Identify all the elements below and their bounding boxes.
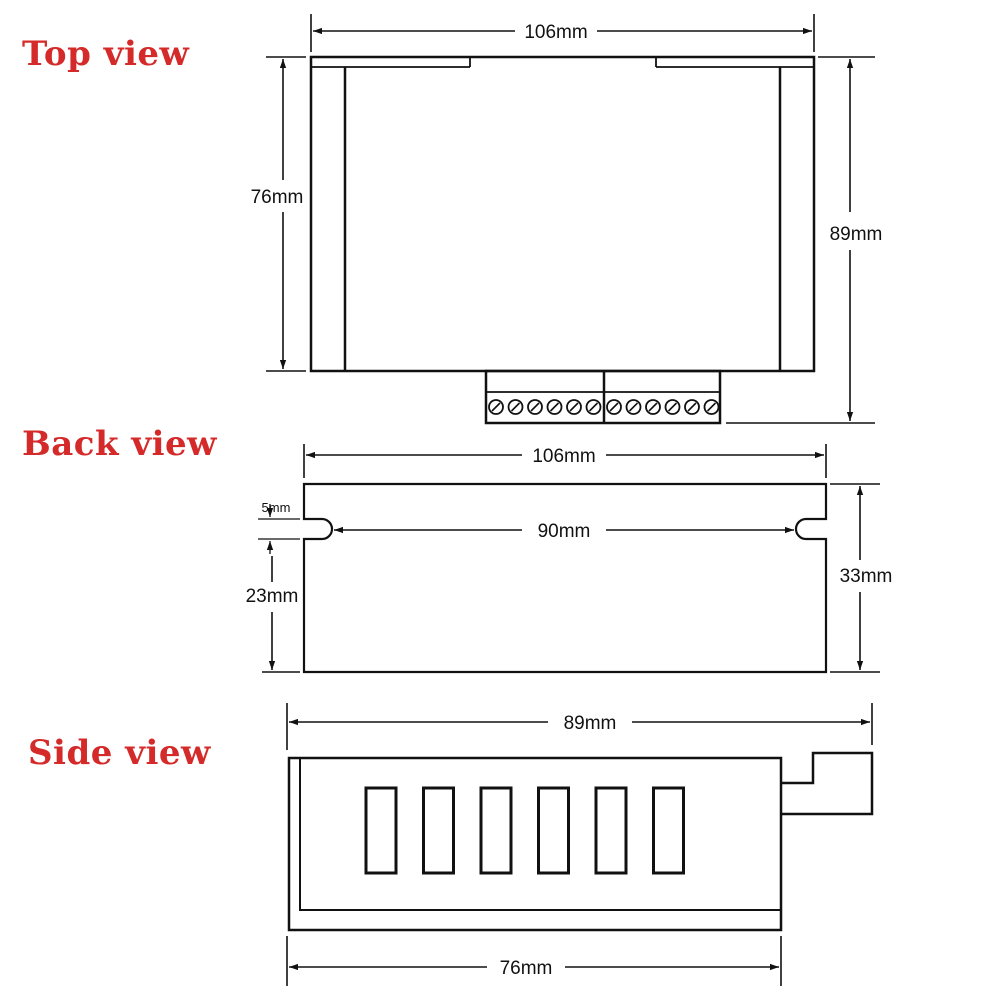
vent-slot (479, 786, 513, 875)
top-width-label: 106mm (524, 22, 587, 43)
terminal-screw (585, 399, 602, 415)
back-slot-height-label: 23mm (246, 586, 299, 607)
side-body-outline (287, 756, 783, 932)
side-body-dimension: 76mm (286, 936, 782, 986)
terminal-screw (488, 399, 504, 415)
vent-slot (652, 786, 685, 875)
back-housing-outline (302, 482, 828, 674)
back-view-title: Back view (22, 424, 217, 464)
top-height-dimension: 76mm (251, 56, 306, 372)
vent-slot (594, 786, 628, 875)
back-slot-offset-dimension: 5mm (258, 500, 300, 554)
top-depth-dimension: 89mm (726, 56, 883, 424)
top-height-label: 76mm (251, 187, 304, 208)
terminal-screw (664, 399, 681, 415)
terminal-screws (488, 399, 720, 415)
back-slot-spacing-dimension: 90mm (334, 521, 794, 542)
back-width-dimension: 106mm (303, 444, 827, 478)
terminal-screw (546, 399, 563, 415)
terminal-screw-slot (667, 402, 678, 412)
terminal-screw-slot (569, 402, 579, 412)
side-overall-label: 89mm (564, 713, 617, 734)
terminal-screw-slot (510, 402, 521, 412)
side-view-title: Side view (28, 733, 211, 773)
top-depth-label: 89mm (830, 224, 883, 245)
side-overall-dimension: 89mm (286, 703, 873, 750)
vent-slot (537, 786, 570, 875)
terminal-screw (684, 399, 700, 415)
terminal-screw (625, 399, 642, 415)
back-height-dimension: 33mm (830, 483, 893, 673)
top-view-title: Top view (22, 34, 190, 74)
back-slot-height-dimension: 23mm (246, 556, 300, 673)
terminal-screw-slot (549, 402, 560, 412)
back-width-label: 106mm (532, 446, 595, 467)
vent-slot (422, 786, 455, 875)
terminal-screw (566, 399, 582, 415)
terminal-screw-slot (530, 402, 540, 412)
terminal-screw (703, 399, 720, 415)
side-view: 89mm 76mm (286, 703, 874, 986)
back-slot-offset-label: 5mm (262, 500, 291, 515)
side-vents (364, 786, 685, 875)
terminal-block (484, 369, 722, 425)
terminal-screw-slot (609, 402, 619, 412)
terminal-screw-slot (648, 402, 658, 412)
back-view: 106mm 90mm 5mm 23mm (246, 444, 893, 674)
side-inner-edge (299, 758, 781, 911)
back-slot-spacing-label: 90mm (538, 521, 591, 542)
side-body-label: 76mm (500, 958, 553, 979)
terminal-screw (507, 399, 524, 415)
terminal-screw-slot (588, 402, 599, 412)
terminal-screw-slot (491, 402, 501, 412)
top-housing-outline (309, 55, 816, 373)
top-view: 106mm 76mm 89mm (251, 14, 883, 425)
vent-slot (364, 786, 398, 875)
terminal-screw (527, 399, 543, 415)
terminal-screw (606, 399, 622, 415)
terminal-screw-slot (687, 402, 697, 412)
top-width-dimension: 106mm (310, 14, 815, 52)
side-connector (781, 751, 874, 816)
terminal-screw-slot (628, 402, 639, 412)
terminal-screw-slot (706, 402, 717, 412)
terminal-screw (645, 399, 661, 415)
back-height-label: 33mm (840, 566, 893, 587)
